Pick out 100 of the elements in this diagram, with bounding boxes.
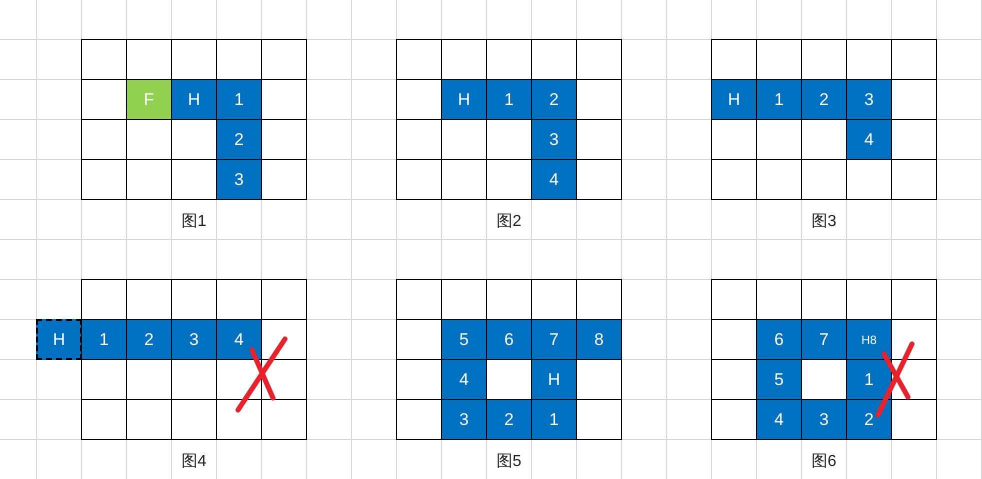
grid-cell: [847, 280, 892, 320]
grid-board: [711, 279, 937, 440]
grid-cell: [487, 40, 532, 80]
grid-cell: [172, 360, 217, 400]
grid-cell: [127, 160, 172, 200]
snake-segment: 2: [487, 400, 532, 440]
grid-cell: [757, 120, 802, 160]
grid-cell: [397, 40, 442, 80]
grid-cell: [217, 400, 262, 440]
grid-cell: [127, 120, 172, 160]
grid-cell: [577, 80, 622, 120]
snake-segment: 1: [532, 400, 577, 440]
snake-segment: 1: [487, 80, 532, 120]
grid-cell: [892, 120, 937, 160]
snake-segment: H: [172, 80, 217, 120]
grid-cell: [217, 40, 262, 80]
grid-cell: [82, 120, 127, 160]
grid-cell: [442, 40, 487, 80]
grid-cell: [82, 280, 127, 320]
grid-cell: [712, 400, 757, 440]
grid-cell: [442, 280, 487, 320]
grid-cell: [397, 400, 442, 440]
food-cell: F: [127, 80, 172, 120]
grid-cell: [172, 280, 217, 320]
grid-cell: [712, 360, 757, 400]
grid-cell: [892, 320, 937, 360]
grid-board: [396, 279, 622, 440]
snake-segment: H: [532, 360, 577, 400]
snake-segment: 1: [82, 320, 127, 360]
grid-cell: [892, 80, 937, 120]
grid-board: [396, 39, 622, 200]
snake-segment: 7: [802, 320, 847, 360]
snake-segment: 3: [442, 400, 487, 440]
grid-cell: [397, 320, 442, 360]
grid-cell: [397, 120, 442, 160]
grid-cell: [847, 160, 892, 200]
snake-segment: H: [442, 80, 487, 120]
grid-cell: [577, 360, 622, 400]
snake-segment: 6: [487, 320, 532, 360]
grid-cell: [802, 40, 847, 80]
grid-cell: [712, 280, 757, 320]
figure-caption: 图2: [496, 212, 522, 232]
grid-cell: [802, 360, 847, 400]
grid-cell: [892, 40, 937, 80]
grid-cell: [577, 400, 622, 440]
grid-cell: [487, 360, 532, 400]
grid-cell: [82, 80, 127, 120]
grid-cell: [217, 280, 262, 320]
grid-cell: [712, 320, 757, 360]
snake-segment: 3: [172, 320, 217, 360]
grid-cell: [487, 280, 532, 320]
snake-segment: 3: [802, 400, 847, 440]
snake-segment: 2: [847, 400, 892, 440]
grid-cell: [487, 120, 532, 160]
grid-cell: [262, 160, 307, 200]
grid-board: [81, 279, 307, 440]
grid-cell: [892, 280, 937, 320]
grid-cell: [757, 160, 802, 200]
snake-segment: 3: [532, 120, 577, 160]
grid-cell: [802, 120, 847, 160]
snake-segment: 2: [802, 80, 847, 120]
grid-cell: [532, 280, 577, 320]
snake-segment: 4: [217, 320, 262, 360]
snake-segment: 4: [442, 360, 487, 400]
grid-cell: [127, 400, 172, 440]
snake-segment: 4: [757, 400, 802, 440]
grid-cell: [757, 280, 802, 320]
snake-segment: 3: [217, 160, 262, 200]
grid-cell: [262, 40, 307, 80]
grid-cell: [892, 160, 937, 200]
grid-cell: [847, 40, 892, 80]
snake-segment: 4: [847, 120, 892, 160]
grid-cell: [172, 160, 217, 200]
snake-segment: H8: [847, 320, 892, 360]
grid-cell: [172, 40, 217, 80]
grid-cell: [262, 400, 307, 440]
snake-segment: 5: [442, 320, 487, 360]
grid-cell: [442, 120, 487, 160]
snake-segment: 1: [757, 80, 802, 120]
snake-segment: 5: [757, 360, 802, 400]
snake-segment: 2: [127, 320, 172, 360]
grid-cell: [172, 400, 217, 440]
grid-cell: [802, 280, 847, 320]
grid-cell: [532, 40, 577, 80]
snake-segment: 2: [532, 80, 577, 120]
grid-cell: [802, 160, 847, 200]
grid-cell: [82, 360, 127, 400]
grid-cell: [82, 160, 127, 200]
snake-segment: 6: [757, 320, 802, 360]
grid-cell: [82, 40, 127, 80]
grid-cell: [172, 120, 217, 160]
grid-cell: [442, 160, 487, 200]
grid-cell: [577, 160, 622, 200]
grid-cell: [397, 80, 442, 120]
figure-caption: 图3: [812, 212, 836, 232]
grid-cell: [127, 280, 172, 320]
grid-cell: [757, 40, 802, 80]
snake-segment: 4: [532, 160, 577, 200]
figure-caption: 图1: [182, 212, 206, 232]
grid-cell: [397, 160, 442, 200]
